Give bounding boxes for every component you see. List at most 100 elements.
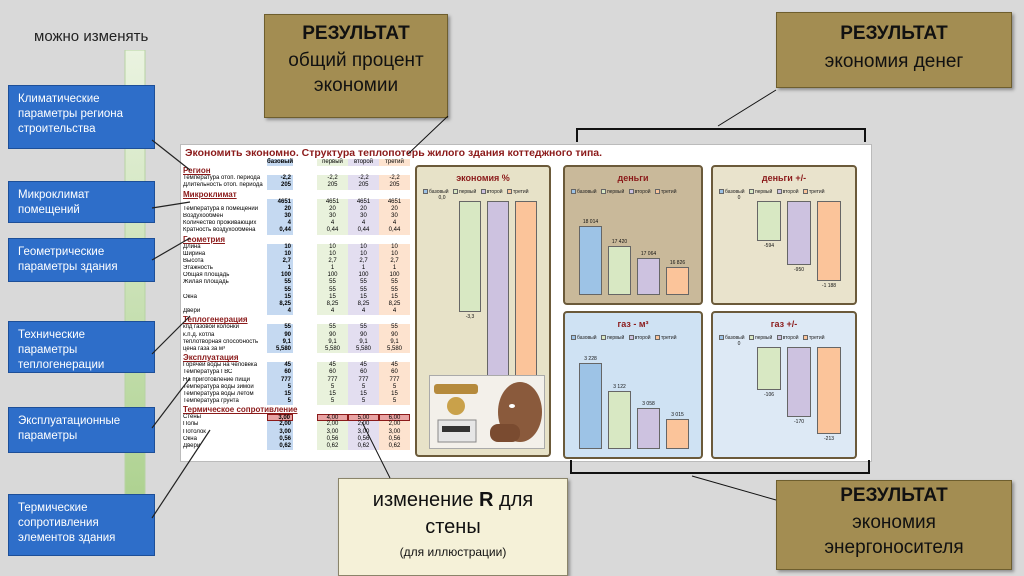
legend-swatch [452,189,458,195]
legend-swatch [506,189,512,195]
grid-variant2-cell: 205 [348,182,379,190]
grid-base-input[interactable]: 2,00 [267,421,293,429]
grid-unit-cell [293,377,317,384]
grid-unit-cell [293,175,317,182]
callout-energy-title: РЕЗУЛЬТАТ [840,485,948,506]
grid-unit-cell [293,294,317,301]
grid-label-cell: Окна [183,435,197,442]
grid-base-input[interactable]: 45 [267,362,293,370]
grid-header-cell [293,159,317,166]
grid-base-input[interactable]: 5,580 [267,345,293,354]
grid-variant3-cell: 15 [379,293,410,301]
grid-base-input[interactable]: 777 [267,376,293,384]
chart-legend: базовый первый второй третий [571,189,680,195]
grid-label-cell: Длина [183,243,201,250]
grid-variant2-cell: 0,44 [348,227,379,235]
grid-variant1-cell: 45 [317,362,348,370]
grid-variant3-cell: -2,2 [379,175,410,183]
chart-value-label: 3 228 [584,356,597,363]
grid-variant2-cell: 4651 [348,198,379,206]
legend-swatch [600,189,606,195]
callout-money-line1: экономия денег [824,51,964,72]
grid-variant2-cell: 5 [348,398,379,406]
chart-money-diff-panel: деньги +/-базовый первый второй третий 0… [711,165,857,305]
grid-base-input[interactable]: 10 [267,243,293,251]
grid-base-input[interactable]: 90 [267,331,293,339]
chart-legend: базовый первый второй третий [571,335,680,341]
grid-base-input[interactable]: 205 [267,182,293,190]
grid-base-input[interactable]: 0,62 [267,443,293,451]
grid-base-input[interactable]: 4651 [267,198,293,206]
grid-variant3-cell: 55 [379,279,410,287]
grid-variant2-cell: 4 [348,220,379,228]
grid-variant3-cell: 0,56 [379,435,410,443]
grid-base-input[interactable]: 55 [267,286,293,294]
grid-variant2-cell: 5,00 [348,414,379,422]
grid-variant1-cell: 4,00 [317,414,348,422]
grid-base-input[interactable]: 2,7 [267,257,293,266]
grid-header-cell: третий [379,159,410,167]
grid-variant2-cell: 20 [348,205,379,213]
grid-variant1-cell: 2,00 [317,421,348,429]
grid-base-input[interactable]: 8,25 [267,301,293,309]
grid-variant3-cell: 10 [379,250,410,258]
legend-swatch [480,189,486,195]
legend-swatch [654,335,660,341]
grid-variant1-cell: 15 [317,293,348,301]
chart-bar [666,266,689,295]
category-heat-generation: Технические параметры теплогенерации [8,321,155,373]
chart-bar [459,201,481,313]
chart-bar [608,246,631,295]
grid-base-input[interactable]: 15 [267,390,293,399]
grid-base-input[interactable]: 0,44 [267,227,293,235]
grid-base-input[interactable]: 9,1 [267,338,293,346]
grid-label-cell: Жилая площадь [183,279,229,286]
grid-base-input[interactable]: 4 [267,220,293,228]
callout-money: РЕЗУЛЬТАТ экономия денег [776,12,1012,88]
callout-percent-title: РЕЗУЛЬТАТ [302,23,410,44]
grid-label-cell: Этажность [183,265,213,272]
chart-bar [787,201,811,265]
legend-label: базовый [725,189,746,195]
grid-unit-cell [293,369,317,376]
grid-variant2-cell: 10 [348,250,379,258]
chart-title: газ +/- [770,319,798,329]
grid-base-input[interactable]: 1 [267,265,293,273]
grid-label-cell: Температура воды летом [183,390,254,397]
grid-unit-cell [293,287,317,294]
grid-base-input[interactable]: 55 [267,279,293,287]
grid-variant1-cell: 55 [317,279,348,287]
chart-bar [757,201,781,241]
grid-base-input[interactable]: 15 [267,293,293,301]
grid-base-input[interactable]: 10 [267,250,293,258]
grid-base-input[interactable]: 30 [267,212,293,221]
chart-bar [817,201,841,281]
legend-label: второй [782,335,800,341]
grid-section-header: Эксплуатация [183,353,239,363]
grid-variant1-cell: 0,44 [317,227,348,235]
grid-base-input[interactable]: 0,56 [267,435,293,443]
category-operation: Эксплуатационные параметры [8,407,155,453]
grid-base-input[interactable]: 4 [267,308,293,316]
chart-bar [666,418,689,449]
grid-base-input[interactable]: 60 [267,369,293,377]
grid-base-input[interactable]: 3,00 [267,414,293,422]
grid-base-input[interactable]: 3,00 [267,428,293,436]
grid-base-input[interactable]: 20 [267,205,293,213]
grid-base-input[interactable]: 55 [267,324,293,332]
grid-variant1-cell: 20 [317,205,348,213]
grid-base-input[interactable]: 5 [267,398,293,406]
chart-title: деньги [617,173,649,183]
grid-base-input[interactable]: 100 [267,272,293,280]
callout-change-r-pointer [361,421,391,479]
grid-base-input[interactable]: -2,2 [267,175,293,183]
grid-base-input[interactable]: 5 [267,383,293,391]
grid-label-cell: Температура воды зимой [183,383,254,390]
grid-variant1-cell: 15 [317,390,348,399]
